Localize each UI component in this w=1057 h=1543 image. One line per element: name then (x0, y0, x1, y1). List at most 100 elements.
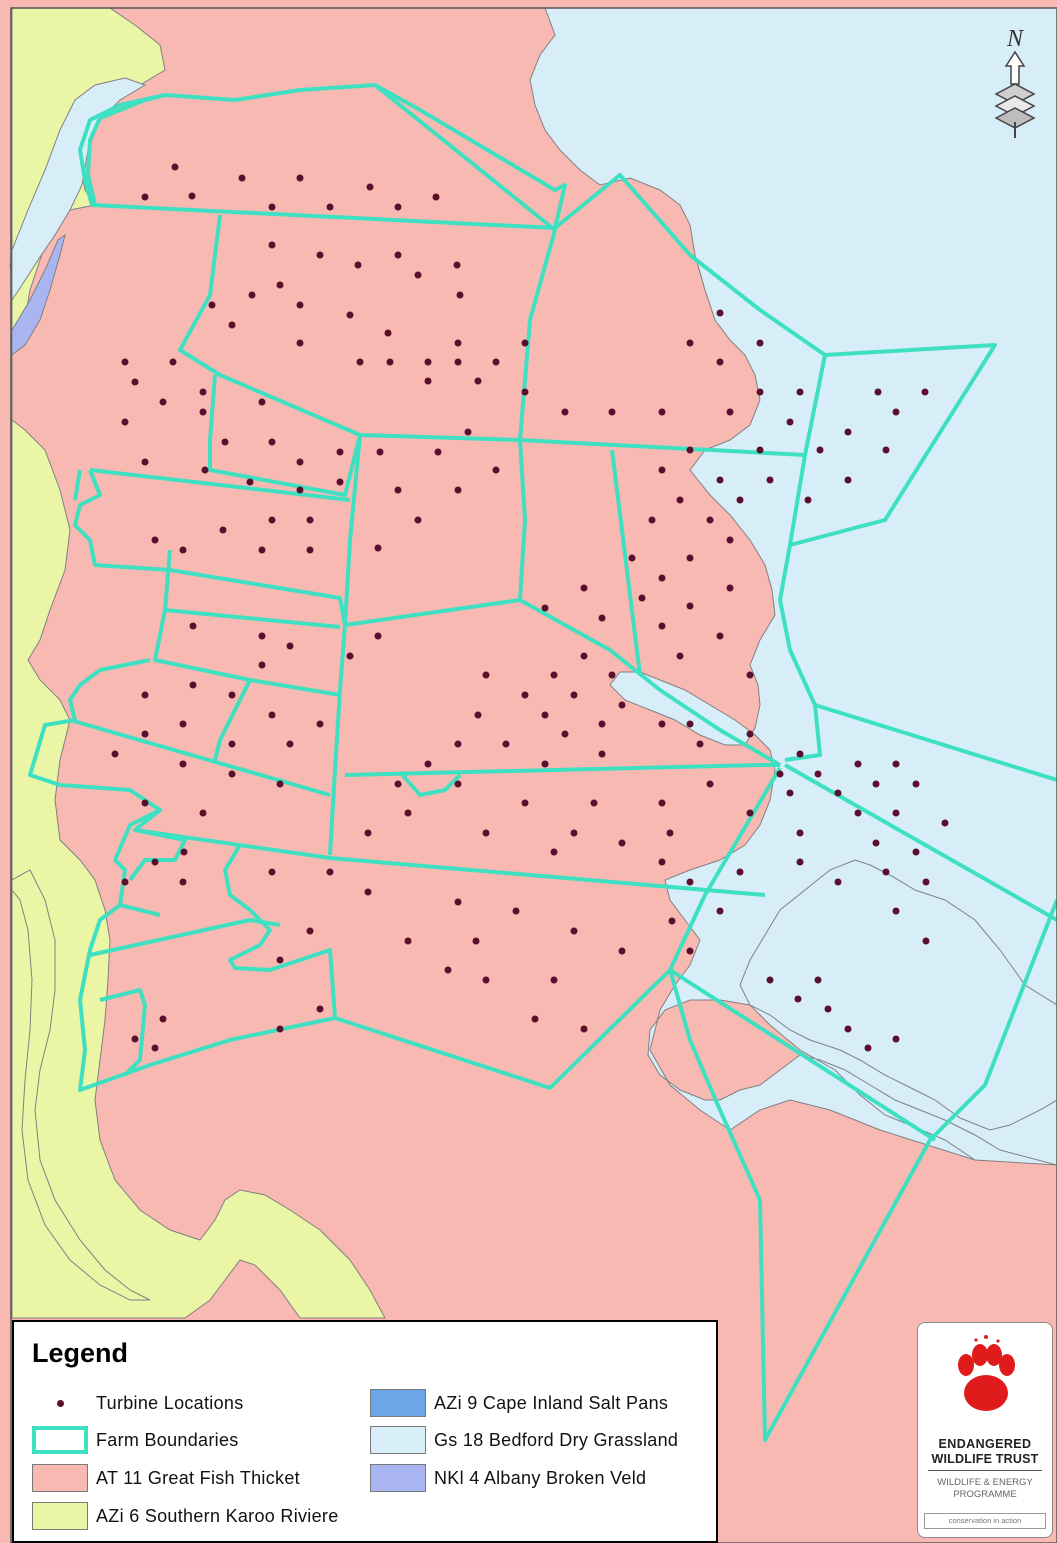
grassland-swatch-icon (370, 1426, 426, 1454)
turbine-marker (189, 622, 197, 630)
legend-label: AT 11 Great Fish Thicket (96, 1467, 300, 1488)
turbine-marker (258, 632, 266, 640)
turbine-marker (131, 1035, 139, 1043)
turbine-marker (834, 789, 842, 797)
turbine-marker (354, 261, 362, 269)
turbine-marker (521, 339, 529, 347)
turbine-marker (141, 193, 149, 201)
riviere-swatch-icon (32, 1502, 88, 1530)
turbine-marker (199, 408, 207, 416)
turbine-marker (169, 358, 177, 366)
turbine-marker (188, 192, 196, 200)
turbine-marker (394, 780, 402, 788)
logo-programme-line2: PROGRAMME (953, 1489, 1017, 1500)
turbine-marker (316, 251, 324, 259)
turbine-marker (541, 604, 549, 612)
turbine-marker (121, 878, 129, 886)
turbine-marker (258, 398, 266, 406)
turbine-marker (286, 740, 294, 748)
turbine-marker (474, 377, 482, 385)
turbine-marker (874, 388, 882, 396)
legend-label: Gs 18 Bedford Dry Grassland (434, 1429, 679, 1450)
turbine-marker (570, 829, 578, 837)
turbine-marker (268, 203, 276, 211)
turbine-marker (296, 301, 304, 309)
legend-label: NKl 4 Albany Broken Veld (434, 1467, 647, 1488)
turbine-marker (686, 878, 694, 886)
turbine-marker (686, 602, 694, 610)
turbine-marker (464, 428, 472, 436)
turbine-marker (676, 496, 684, 504)
turbine-marker (171, 163, 179, 171)
turbine-marker (550, 671, 558, 679)
turbine-marker (208, 301, 216, 309)
turbine-marker (472, 937, 480, 945)
north-label: N (1006, 26, 1025, 52)
salt-pans-swatch-icon (370, 1389, 426, 1417)
north-arrow-icon: N (994, 26, 1036, 138)
turbine-dot-icon (32, 1389, 88, 1417)
logo-name-line1: ENDANGERED (938, 1437, 1032, 1451)
turbine-marker (854, 760, 862, 768)
turbine-marker (121, 418, 129, 426)
turbine-marker (912, 848, 920, 856)
logo-programme-line1: WILDLIFE & ENERGY (937, 1477, 1033, 1488)
turbine-marker (726, 584, 734, 592)
turbine-marker (248, 291, 256, 299)
turbine-marker (550, 848, 558, 856)
turbine-marker (598, 720, 606, 728)
turbine-marker (844, 1025, 852, 1033)
turbine-marker (658, 466, 666, 474)
turbine-marker (618, 701, 626, 709)
turbine-marker (474, 711, 482, 719)
turbine-marker (268, 438, 276, 446)
turbine-marker (394, 486, 402, 494)
turbine-marker (844, 476, 852, 484)
turbine-marker (746, 730, 754, 738)
turbine-marker (306, 516, 314, 524)
turbine-marker (502, 740, 510, 748)
legend-item-karoo-riviere: AZi 6 Southern Karoo Riviere (32, 1501, 339, 1531)
turbine-marker (706, 516, 714, 524)
albany-broken-veld-region (11, 233, 66, 357)
turbine-marker (648, 516, 656, 524)
legend-item-great-fish-thicket: AT 11 Great Fish Thicket (32, 1463, 300, 1493)
turbine-marker (844, 428, 852, 436)
legend-item-salt-pans: AZi 9 Cape Inland Salt Pans (370, 1388, 668, 1418)
turbine-marker (521, 799, 529, 807)
turbine-marker (816, 446, 824, 454)
turbine-marker (432, 193, 440, 201)
turbine-marker (179, 878, 187, 886)
legend-item-grassland: Gs 18 Bedford Dry Grassland (370, 1425, 678, 1455)
turbine-marker (356, 358, 364, 366)
turbine-marker (179, 720, 187, 728)
turbine-marker (756, 388, 764, 396)
turbine-marker (598, 614, 606, 622)
turbine-marker (658, 799, 666, 807)
turbine-marker (258, 661, 266, 669)
turbine-marker (316, 720, 324, 728)
turbine-marker (384, 329, 392, 337)
turbine-marker (228, 691, 236, 699)
turbine-marker (531, 1015, 539, 1023)
turbine-marker (180, 848, 188, 856)
turbine-marker (786, 789, 794, 797)
turbine-marker (454, 898, 462, 906)
turbine-marker (316, 1005, 324, 1013)
turbine-marker (276, 1025, 284, 1033)
paw-print-icon (958, 1335, 1015, 1411)
turbine-marker (276, 780, 284, 788)
turbine-marker (326, 868, 334, 876)
turbine-marker (756, 339, 764, 347)
turbine-marker (454, 740, 462, 748)
turbine-marker (570, 927, 578, 935)
turbine-marker (268, 868, 276, 876)
turbine-marker (296, 458, 304, 466)
turbine-marker (276, 281, 284, 289)
turbine-marker (521, 388, 529, 396)
turbine-marker (796, 388, 804, 396)
turbine-marker (512, 907, 520, 915)
turbine-marker (716, 309, 724, 317)
turbine-marker (366, 183, 374, 191)
turbine-marker (434, 448, 442, 456)
